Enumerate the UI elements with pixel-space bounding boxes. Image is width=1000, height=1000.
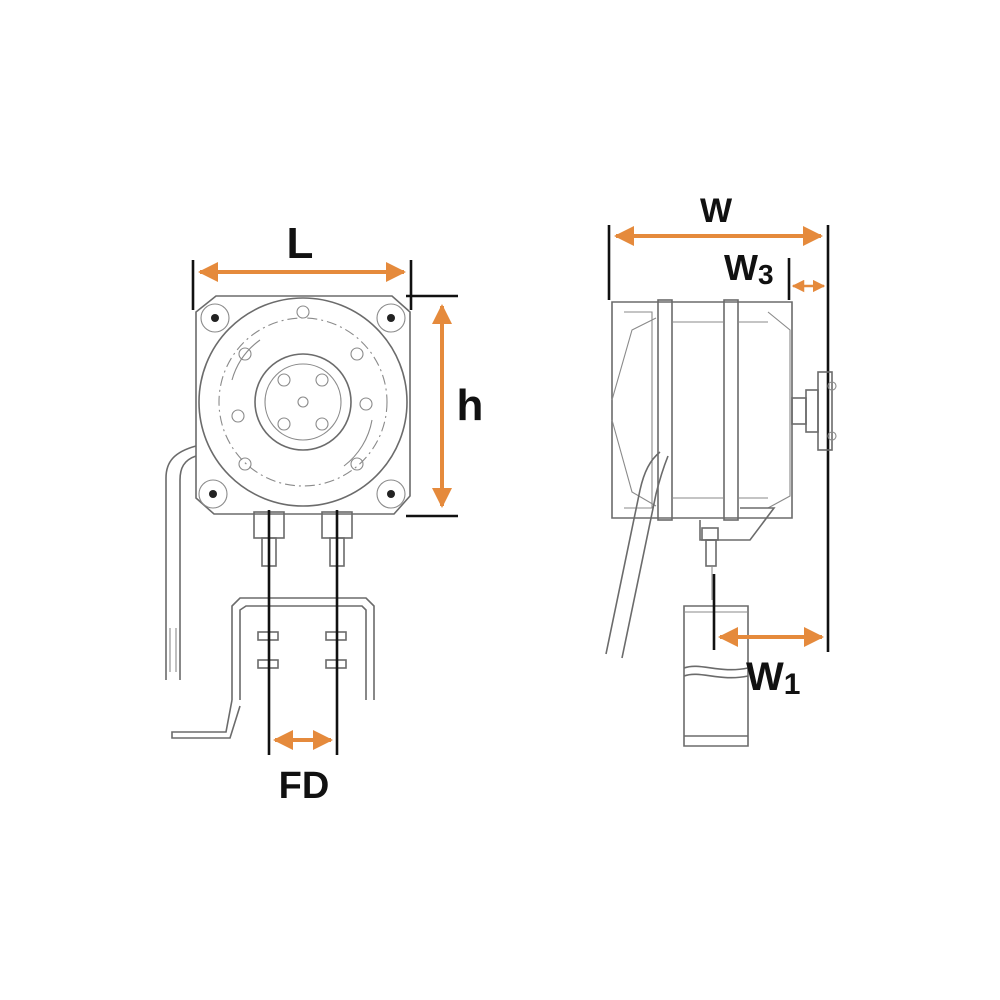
motor-body xyxy=(198,297,408,507)
corner-mounting-holes xyxy=(198,303,406,509)
clamping-straps xyxy=(657,299,768,521)
w3-dimension-label: W3 xyxy=(724,247,774,290)
side-power-cable xyxy=(605,451,669,659)
side-motor-housing xyxy=(611,301,793,519)
w1-label-main: W xyxy=(746,655,784,699)
side-bracket xyxy=(699,507,776,541)
power-cable xyxy=(165,445,197,680)
side-view: W W3 W1 xyxy=(605,192,837,747)
shaft-and-hub xyxy=(791,371,837,451)
side-terminal xyxy=(701,527,719,600)
front-view: L h FD xyxy=(165,219,484,807)
w1-label-subscript: 1 xyxy=(784,668,801,701)
bracket-slots xyxy=(257,631,347,669)
fd-dimension-label: FD xyxy=(279,765,330,807)
w3-label-subscript: 3 xyxy=(758,259,774,290)
w-dimension-label: W xyxy=(700,192,733,230)
cable-ends xyxy=(169,628,177,672)
capacitor-box xyxy=(683,605,749,747)
l-dimension-label: L xyxy=(287,219,314,268)
mounting-bracket xyxy=(171,597,375,739)
w1-dimension-label: W1 xyxy=(746,655,800,701)
h-dimension-label: h xyxy=(457,381,484,430)
w3-label-main: W xyxy=(724,247,758,288)
front-flange-plate xyxy=(195,295,411,515)
